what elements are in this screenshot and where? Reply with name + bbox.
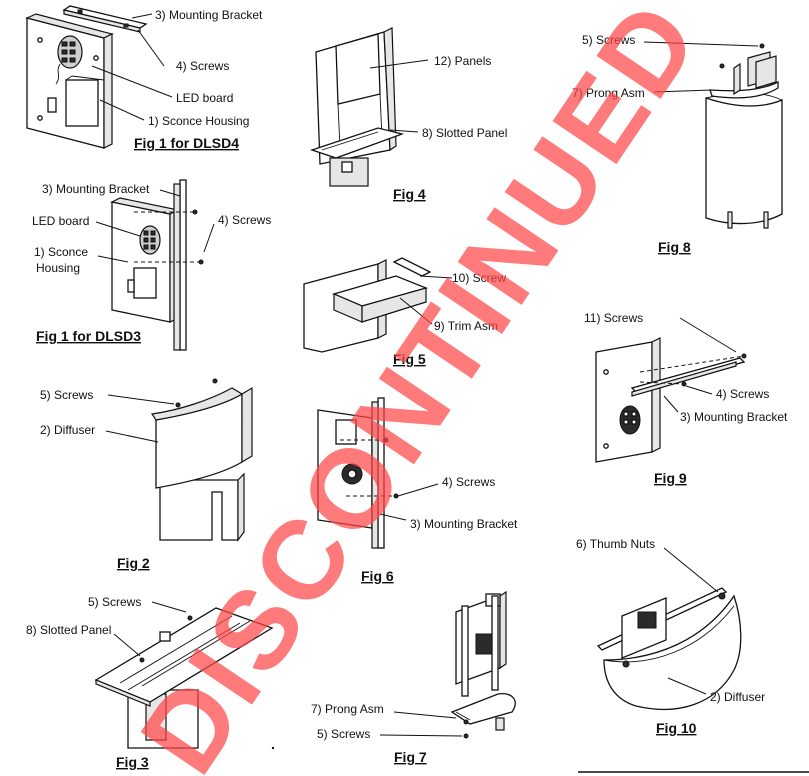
sconce-housing-drawing: [110, 197, 180, 323]
prong-asm-drawing: [709, 51, 779, 99]
fig9-label-screws-4: 4) Screws: [716, 387, 769, 401]
fig4: 12) Panels 8) Slotted Panel Fig 4: [309, 27, 507, 202]
fig2-caption: Fig 2: [117, 555, 150, 571]
fig7-label-prong-asm: 7) Prong Asm: [311, 702, 384, 716]
fig5-caption: Fig 5: [393, 351, 426, 367]
fig8-caption: Fig 8: [658, 239, 691, 255]
fig3-caption: Fig 3: [116, 754, 149, 770]
fig6: 4) Screws 3) Mounting Bracket Fig 6: [317, 397, 518, 584]
mounting-bracket-drawing: [630, 357, 746, 397]
fig1-dlsd3-label-housing: Housing: [36, 261, 80, 275]
fig1-dlsd3-caption: Fig 1 for DLSD3: [36, 328, 141, 344]
fig4-caption: Fig 4: [393, 186, 426, 202]
fig1-dlsd3: 3) Mounting Bracket LED board 4) Screws …: [32, 179, 271, 351]
fig4-label-slotted-panel: 8) Slotted Panel: [422, 126, 507, 140]
led-board-drawing: [619, 405, 641, 435]
diffuser-drawing: [705, 92, 783, 229]
fig9-label-screws-11: 11) Screws: [584, 311, 643, 325]
fig1-dlsd4-label-mounting-bracket: 3) Mounting Bracket: [155, 8, 263, 22]
fig1-dlsd4-caption: Fig 1 for DLSD4: [134, 135, 239, 151]
fig9-caption: Fig 9: [654, 470, 687, 486]
slotted-panel-drawing: [309, 127, 405, 187]
fig10-label-thumb-nuts: 6) Thumb Nuts: [576, 537, 655, 551]
fig1-dlsd3-label-mounting-bracket: 3) Mounting Bracket: [42, 182, 150, 196]
fig1-dlsd4: 3) Mounting Bracket 4) Screws LED board …: [25, 5, 263, 151]
fig10: 6) Thumb Nuts 2) Diffuser Fig 10: [576, 537, 765, 736]
bracket-and-housing-drawing: [596, 587, 728, 659]
led-board-drawing: [139, 225, 161, 255]
mounting-bracket-drawing: [173, 179, 204, 351]
fig1-dlsd4-label-screws: 4) Screws: [176, 59, 229, 73]
fig3-label-screws: 5) Screws: [88, 595, 141, 609]
fig10-label-diffuser: 2) Diffuser: [710, 690, 765, 704]
fig2: 5) Screws 2) Diffuser Fig 2: [40, 378, 253, 571]
fig2-label-screws: 5) Screws: [40, 388, 93, 402]
fig2-label-diffuser: 2) Diffuser: [40, 423, 95, 437]
fig8: 5) Screws 7) Prong Asm Fig 8: [572, 33, 783, 255]
fig6-label-screws: 4) Screws: [442, 475, 495, 489]
fig1-dlsd4-label-led-board: LED board: [176, 91, 233, 105]
page-speck: [271, 746, 275, 750]
diffuser-drawing: [150, 386, 253, 489]
fig5: 10) Screw 9) Trim Asm Fig 5: [303, 257, 506, 367]
fig1-dlsd3-label-sconce: 1) Sconce: [34, 245, 88, 259]
fig8-label-prong-asm: 7) Prong Asm: [572, 86, 645, 100]
slotted-panel-drawing: [94, 607, 274, 707]
housing-drawing: [159, 472, 245, 542]
fig5-label-screw: 10) Screw: [452, 271, 506, 285]
mounting-bracket-drawing: [371, 397, 399, 549]
fig7-caption: Fig 7: [394, 749, 427, 765]
fig3-label-slotted-panel: 8) Slotted Panel: [26, 623, 111, 637]
fig5-label-trim-asm: 9) Trim Asm: [434, 319, 498, 333]
fig6-label-mounting-bracket: 3) Mounting Bracket: [410, 517, 518, 531]
trim-asm-drawing: [332, 257, 432, 323]
fig7-label-screws: 5) Screws: [317, 727, 370, 741]
fig10-caption: Fig 10: [656, 720, 697, 736]
fig6-caption: Fig 6: [361, 568, 394, 584]
fig1-dlsd4-label-sconce-housing: 1) Sconce Housing: [148, 114, 249, 128]
fig9: 11) Screws 4) Screws 3) Mounting Bracket…: [584, 311, 788, 486]
sconce-housing-drawing: [25, 13, 114, 149]
fig1-dlsd3-label-led-board: LED board: [32, 214, 89, 228]
fig3: 5) Screws 8) Slotted Panel Fig 3: [26, 595, 274, 770]
housing-drawing: [455, 590, 507, 697]
fig8-label-screws: 5) Screws: [582, 33, 635, 47]
fig7: 7) Prong Asm 5) Screws Fig 7: [311, 590, 516, 765]
led-board-drawing: [341, 463, 363, 485]
fig1-dlsd3-label-screws: 4) Screws: [218, 213, 271, 227]
fig4-label-panels: 12) Panels: [434, 54, 491, 68]
fig9-label-mounting-bracket: 3) Mounting Bracket: [680, 410, 788, 424]
diffuser-drawing: [603, 594, 742, 711]
housing-drawing: [595, 337, 661, 463]
prong-asm-drawing: [450, 693, 516, 731]
led-board-drawing: [55, 35, 83, 85]
